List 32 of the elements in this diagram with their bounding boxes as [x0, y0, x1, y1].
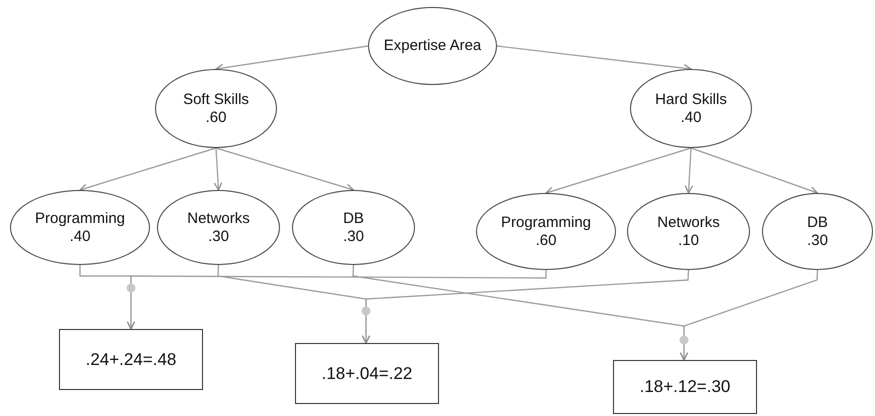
result-box: [59, 329, 203, 390]
node-label: .18+.04=.22: [322, 362, 412, 385]
node-label: DB: [807, 214, 828, 232]
arrow: [690, 147, 818, 195]
arrow: [126, 270, 547, 330]
node-label: Soft Skills: [183, 90, 249, 108]
arrow: [79, 147, 216, 192]
result-box: [295, 343, 439, 404]
node-label: .60: [206, 108, 226, 126]
node-label: .24+.24=.48: [86, 348, 176, 371]
arrow: [362, 270, 690, 344]
arrow: [214, 148, 222, 191]
node-label: .18+.12=.30: [640, 376, 730, 398]
node-label: DB: [343, 210, 364, 228]
node-label: Expertise Area: [384, 37, 482, 55]
node-label: .60: [536, 232, 556, 250]
node-label: Programming: [34, 210, 126, 228]
arrow: [545, 147, 692, 195]
result-box: [613, 360, 757, 414]
arrow: [216, 147, 354, 192]
node-label: .40: [70, 228, 90, 246]
node-label: .30: [208, 228, 229, 246]
node-label: .30: [343, 228, 364, 246]
node-label: .10: [678, 232, 699, 250]
node-label: Networks: [657, 214, 720, 232]
arrow: [680, 270, 818, 361]
node-label: .30: [807, 232, 828, 250]
node-label: .40: [680, 108, 702, 126]
node-label: Hard Skills: [655, 90, 727, 108]
node-label: Programming: [500, 214, 592, 232]
arrow: [684, 148, 694, 194]
node-label: Networks: [187, 210, 250, 228]
